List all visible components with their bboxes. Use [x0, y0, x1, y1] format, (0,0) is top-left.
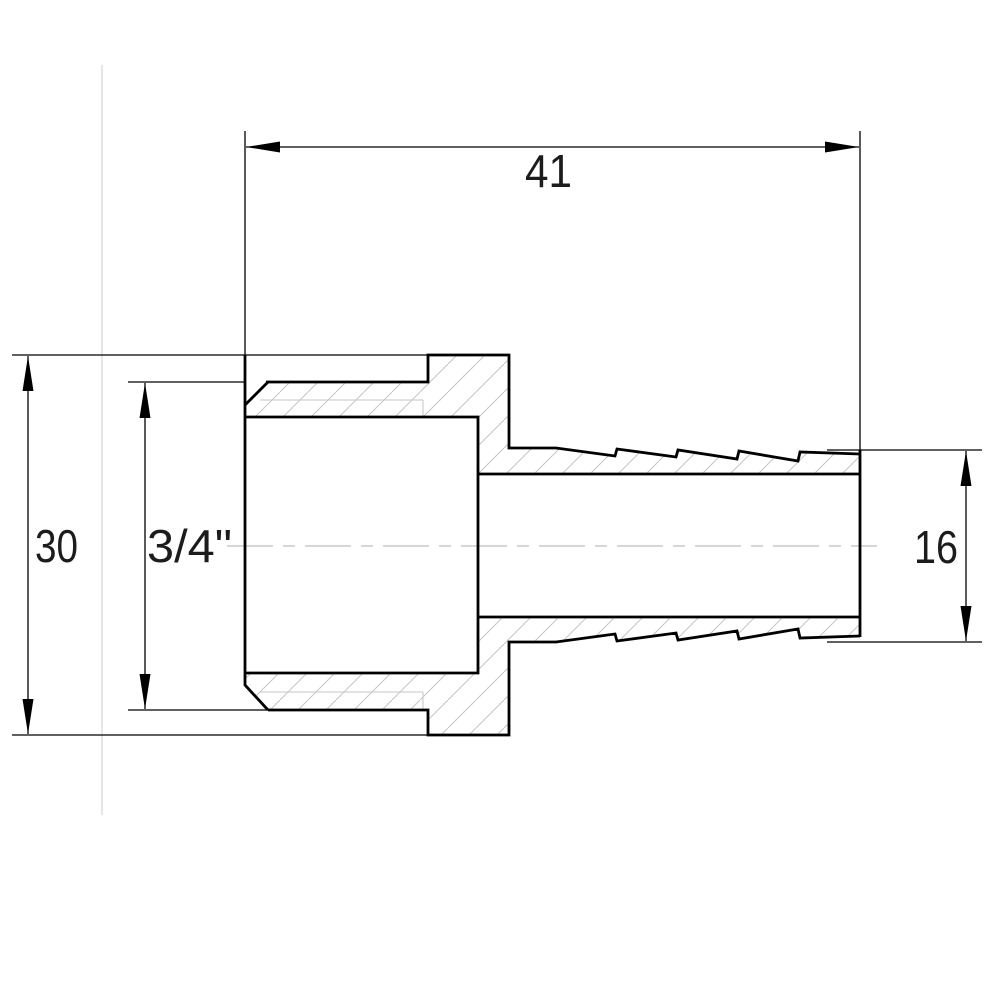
arrowhead-right — [825, 141, 859, 153]
hatch-region-bottom — [245, 617, 860, 735]
outer-profile-bottom-with-barbs — [268, 627, 861, 737]
dimension-overall-length: 41 — [244, 131, 861, 450]
dimension-value-overall-length: 41 — [525, 145, 572, 197]
arrowhead-top — [22, 356, 34, 391]
arrowhead-left — [246, 141, 280, 153]
thread-entry-chamfer-bottom — [243, 683, 270, 711]
dimension-barb-diameter: 16 — [827, 449, 982, 643]
arrowhead-bottom — [139, 674, 151, 709]
thread-entry-chamfer-top — [243, 381, 269, 407]
dimension-thread-size: 3/4" — [128, 381, 268, 711]
dimension-value-barb-diameter: 16 — [914, 521, 958, 573]
outer-profile-top-with-barbs — [266, 353, 861, 463]
thread-depth-line-bottom — [260, 691, 424, 709]
arrowhead-top — [960, 451, 972, 486]
section-hatching — [245, 355, 860, 735]
dimension-value-thread-size: 3/4" — [147, 520, 232, 572]
arrowhead-top — [139, 383, 151, 418]
hatch-region-top — [245, 355, 860, 474]
thread-bore-outline — [245, 415, 480, 675]
arrowhead-bottom — [22, 699, 34, 734]
dimension-value-body-height: 30 — [35, 520, 78, 572]
arrowhead-bottom — [960, 606, 972, 641]
part-outline — [12, 353, 862, 737]
thread-depth-line-top — [260, 399, 424, 416]
dimension-body-height: 30 — [22, 356, 78, 734]
